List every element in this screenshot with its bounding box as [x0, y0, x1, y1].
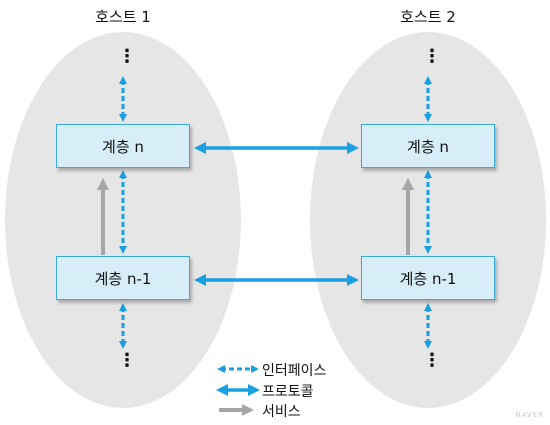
host2-ellipsis-top: ⋮ [423, 46, 441, 67]
host2-layer-n-label: 계층 n [407, 137, 449, 156]
watermark: NAVER [515, 411, 544, 419]
host-2-title: 호스트 2 [400, 8, 456, 26]
host1-ellipsis-bottom: ⋮ [118, 350, 136, 371]
legend-protocol-label: 프로토콜 [262, 384, 314, 400]
legend-service-label: 서비스 [262, 404, 301, 420]
host1-layer-n-1-box: 계층 n-1 [56, 256, 190, 300]
host2-layer-n-box: 계층 n [361, 124, 495, 168]
host2-ellipsis-bottom: ⋮ [423, 350, 441, 371]
host1-layer-n-1-label: 계층 n-1 [94, 269, 152, 288]
host-1-title: 호스트 1 [95, 8, 151, 26]
host1-layer-n-box: 계층 n [56, 124, 190, 168]
host2-layer-n-1-box: 계층 n-1 [361, 256, 495, 300]
legend-interface-label: 인터페이스 [262, 363, 327, 379]
host2-layer-n-1-label: 계층 n-1 [399, 269, 457, 288]
host1-layer-n-label: 계층 n [102, 137, 144, 156]
host1-ellipsis-top: ⋮ [118, 46, 136, 67]
